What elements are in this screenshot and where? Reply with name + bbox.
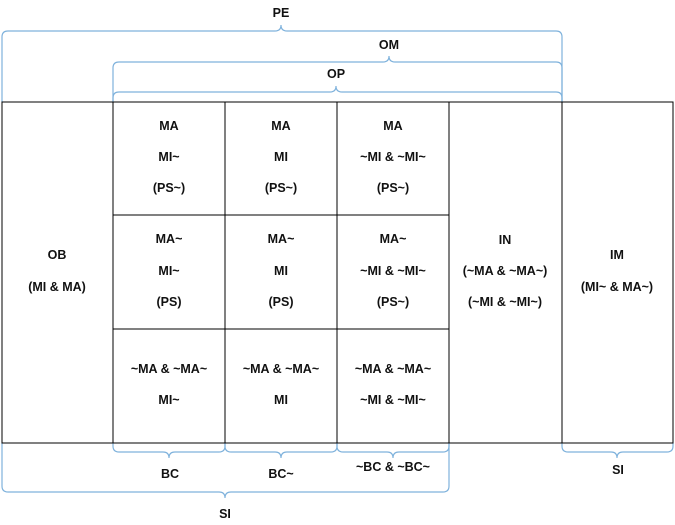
brace-pe [1,24,563,102]
ob-title: OB [48,248,67,262]
in-line3: (~MI & ~MI~) [468,295,542,309]
r1c0-line2: MI~ [158,264,179,278]
brace-si-main [1,443,450,499]
label-bc-both: ~BC & ~BC~ [356,460,430,474]
cell-r2c0 [112,328,226,444]
r0c0-line2: MI~ [158,150,179,164]
r0c2-line1: MA [383,119,402,133]
r1c1-line3: (PS) [269,295,294,309]
cell-r2c1 [224,328,338,444]
cell-ob [1,101,114,444]
cell-r2c2 [336,328,450,444]
brace-om [112,55,563,102]
r1c0-line3: (PS) [157,295,182,309]
ob-line2: (MI & MA) [28,280,86,294]
brace-bc-both [336,443,450,459]
r1c2-line3: (PS~) [377,295,409,309]
r1c2-line1: MA~ [380,232,407,246]
r1c2-line2: ~MI & ~MI~ [360,264,426,278]
label-bc-not: BC~ [268,467,293,481]
r0c2-line3: (PS~) [377,181,409,195]
im-title: IM [610,248,624,262]
r1c0-line1: MA~ [156,232,183,246]
r2c1-line2: MI [274,393,288,407]
label-om: OM [379,38,399,52]
r0c2-line2: ~MI & ~MI~ [360,150,426,164]
r1c1-line1: MA~ [268,232,295,246]
in-title: IN [499,233,512,247]
label-si-main: SI [219,507,231,521]
r2c2-line1: ~MA & ~MA~ [355,362,431,376]
brace-si-right [561,443,674,459]
brace-bc-not [224,443,338,459]
r0c1-line1: MA [271,119,290,133]
brace-bc [112,443,226,459]
r2c0-line1: ~MA & ~MA~ [131,362,207,376]
in-line2: (~MA & ~MA~) [463,264,548,278]
r0c0-line1: MA [159,119,178,133]
r1c1-line2: MI [274,264,288,278]
r2c2-line2: ~MI & ~MI~ [360,393,426,407]
cell-im [561,101,674,444]
brace-op [112,85,563,102]
r2c1-line1: ~MA & ~MA~ [243,362,319,376]
label-op: OP [327,67,345,81]
r0c1-line3: (PS~) [265,181,297,195]
label-pe: PE [273,6,290,20]
r0c1-line2: MI [274,150,288,164]
im-line2: (MI~ & MA~) [581,280,653,294]
r0c0-line3: (PS~) [153,181,185,195]
r2c0-line2: MI~ [158,393,179,407]
label-bc: BC [161,467,179,481]
label-si-right: SI [612,463,624,477]
